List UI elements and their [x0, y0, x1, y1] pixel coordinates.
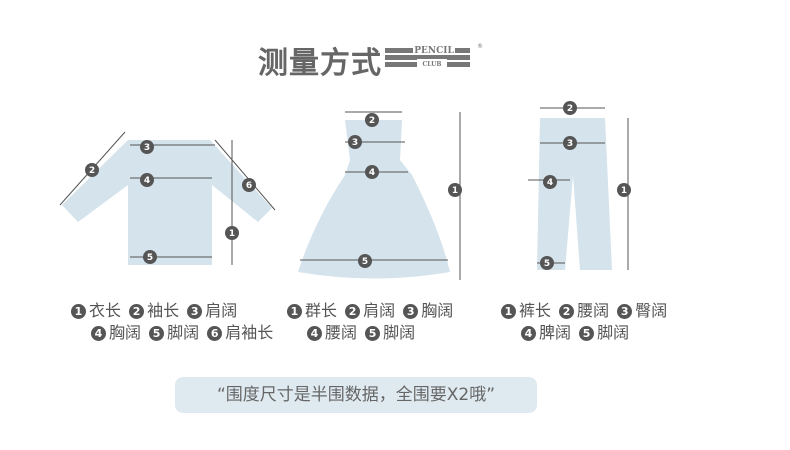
svg-text:6: 6	[246, 181, 252, 191]
svg-text:3: 3	[567, 139, 573, 149]
dress-diagram	[298, 111, 461, 280]
page-title: 测量方式	[258, 46, 382, 81]
svg-text:4: 4	[547, 178, 553, 188]
svg-text:2: 2	[567, 104, 573, 114]
svg-text:1: 1	[452, 186, 458, 196]
top-diagram	[59, 131, 276, 265]
svg-text:2: 2	[89, 166, 95, 176]
svg-text:5: 5	[147, 253, 153, 263]
pencil-club-logo: PENCIL CLUB ®	[385, 43, 483, 68]
svg-text:4: 4	[144, 176, 150, 186]
svg-text:1: 1	[621, 186, 627, 196]
measure-markers: 2 3 4 5 1 6 2 3 4 5 1 2 3 4 5 1	[85, 101, 631, 270]
svg-text:1: 1	[229, 229, 235, 239]
svg-text:CLUB: CLUB	[423, 61, 442, 68]
svg-text:PENCIL: PENCIL	[414, 46, 454, 56]
svg-text:2: 2	[369, 116, 375, 126]
svg-text:4: 4	[369, 168, 375, 178]
svg-text:3: 3	[144, 143, 150, 153]
svg-text:®: ®	[477, 43, 483, 50]
svg-text:5: 5	[544, 259, 550, 269]
svg-text:5: 5	[362, 257, 368, 267]
svg-text:3: 3	[352, 138, 358, 148]
size-note: “围度尺寸是半围数据，全围要X2哦”	[175, 377, 537, 413]
pants-diagram	[528, 107, 629, 270]
garment-diagrams: 2 3 4 5 1 6 2 3 4 5 1 2 3 4 5 1	[59, 101, 631, 280]
